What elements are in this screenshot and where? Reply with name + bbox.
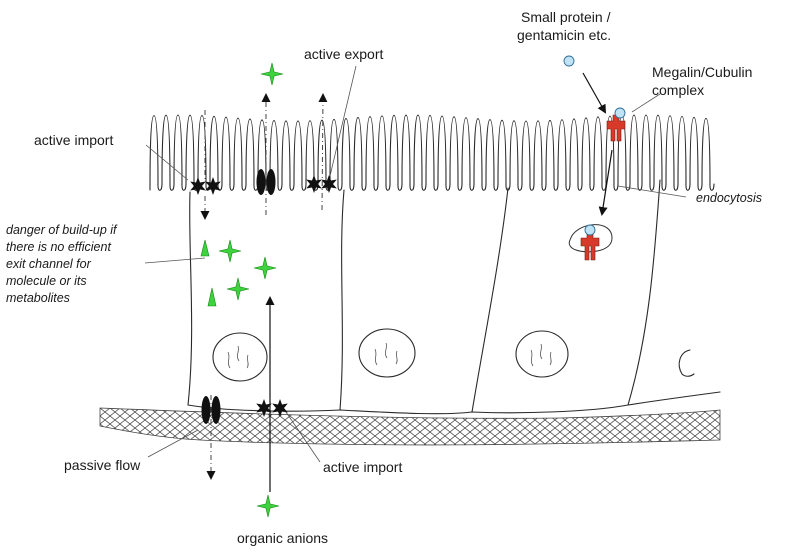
active-import-top-label: active import [34,132,113,148]
import-transporter-basal-right [272,399,288,417]
gentamicin-label: gentamicin etc. [517,27,611,43]
danger-label-1: danger of build-up if [6,223,118,237]
molecule-star-exported [260,62,284,86]
import-transporter-top-left [190,177,206,195]
danger-label-3: exit channel for [6,257,92,271]
megalin-receptor-membrane [606,107,626,142]
export-transporter-left [306,175,322,193]
metabolite-triangle [207,287,217,307]
molecule-star-cytoplasm [226,277,250,301]
endocytosis-label: endocytosis [696,191,762,205]
brush-border-microvilli [149,114,715,191]
molecule-star-cytoplasm [253,256,277,280]
metabolite-triangle [200,239,210,257]
cell-walls [187,179,721,415]
import-transporter-top-right [205,177,221,195]
active-import-bottom-label: active import [323,459,402,475]
passive-flow-label: passive flow [64,457,141,473]
molecule-star-cytoplasm [218,239,242,263]
basement-membrane [99,407,721,446]
danger-label-2: there is no efficient [6,240,111,254]
megalin-label-2: complex [652,82,704,98]
active-export-label: active export [304,46,383,62]
flux-lines [200,93,328,480]
transporter-group [190,175,337,417]
megalin-label-1: Megalin/Cubulin [652,64,752,80]
export-transporter-right [321,175,337,193]
nuclei [212,328,695,382]
endocytic-vesicle [568,224,613,261]
leader-lines [144,65,687,463]
organic-anions-label: organic anions [237,530,328,546]
channels [201,169,276,424]
import-transporter-basal-left [256,399,272,417]
molecule-star-organic-anion [256,494,280,518]
free-ligand [563,55,575,67]
danger-label-5: metabolites [6,291,70,305]
solid-arrows [265,72,613,492]
small-protein-label: Small protein / [521,9,611,25]
organic-molecules [200,62,284,518]
danger-label-4: molecule or its [6,274,87,288]
labels: Small protein / gentamicin etc. Megalin/… [6,9,762,546]
